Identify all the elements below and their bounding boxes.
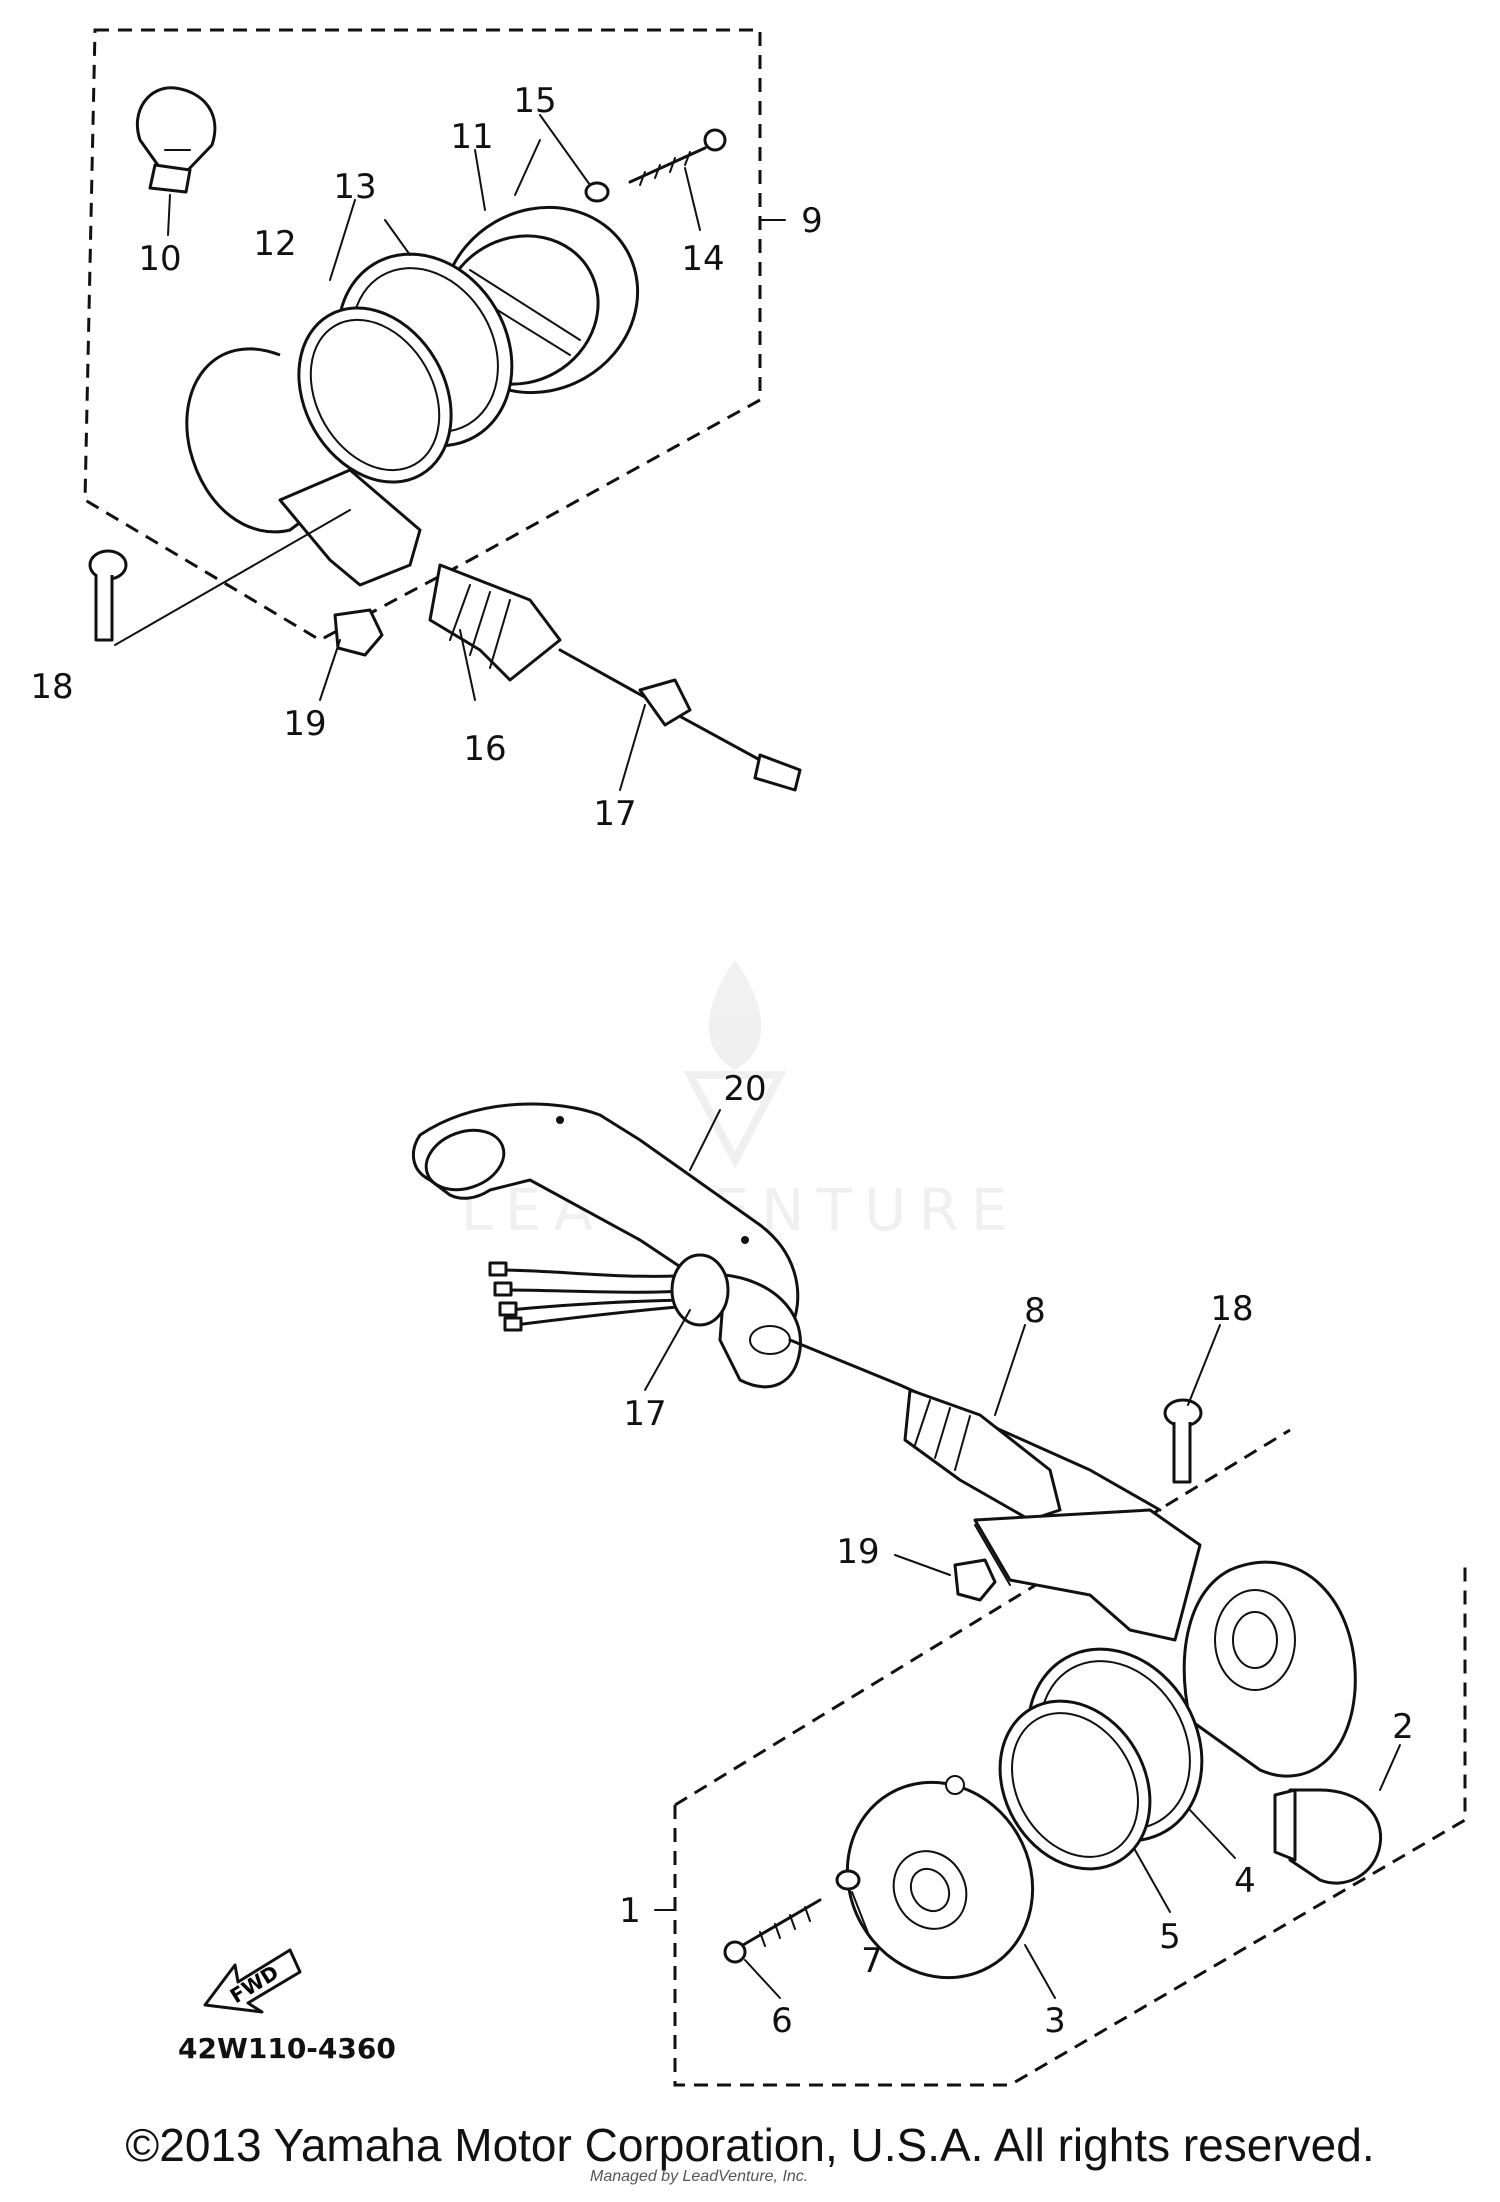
nut-19-bottom [953,1558,997,1602]
callout-10: 10 [138,239,181,279]
callout-20: 20 [723,1069,766,1109]
callout-15: 15 [513,81,556,121]
callout-12: 12 [253,224,296,264]
grommet-17-bottom [670,1253,730,1327]
bulb-2 [1273,1788,1383,1885]
callout-18-bottom: 18 [1210,1289,1253,1329]
callout-6: 6 [771,2001,793,2041]
gasket-5 [998,1699,1152,1871]
callout-8: 8 [1024,1291,1046,1331]
washer-7 [835,1869,861,1891]
callouts: 15 11 13 12 10 14 9 18 19 16 17 20 8 18 … [30,81,1413,2041]
gasket-12 [297,306,453,484]
callout-4: 4 [1234,1861,1256,1901]
bolt-18-bottom [1163,1398,1203,1484]
callout-3: 3 [1044,2001,1066,2041]
callout-16: 16 [463,729,506,769]
washer-15 [584,181,610,203]
callout-18-top: 18 [30,667,73,707]
callout-14: 14 [681,239,724,279]
grommet-16 [428,563,562,682]
callout-19-top: 19 [283,704,326,744]
fwd-arrow-icon: FWD [203,1948,302,2014]
wire-harness [488,1253,1162,1512]
callout-11: 11 [450,117,493,157]
lens-3 [845,1775,1035,1980]
assembly-1-boundary-top [674,1428,1291,1807]
screw-14 [628,128,727,186]
callout-5: 5 [1159,1917,1181,1957]
assembly-9-boundary [83,28,762,642]
housing-bracket [973,1508,1202,1642]
callout-17-bottom: 17 [623,1394,666,1434]
mount-bracket [278,468,422,587]
credit-notice: Managed by LeadVenture, Inc. [590,2168,809,2185]
part-code: 42W110-4360 [178,2032,396,2065]
stay-bracket-20 [411,1102,802,1389]
screw-6 [723,1898,822,1964]
bottom-assembly [673,1398,1467,2087]
housing-back [1182,1560,1357,1778]
callout-7: 7 [861,1941,883,1981]
top-assembly [83,28,802,792]
grommet-17-top [638,678,692,727]
assembly-1-boundary [673,1560,1467,2087]
housing-shell [185,347,331,534]
callout-13: 13 [333,167,376,207]
callout-19-bottom: 19 [836,1532,879,1572]
leader-lines [319,114,1236,1999]
grommet-8 [903,1388,1062,1522]
copyright-notice: ©2013 Yamaha Motor Corporation, U.S.A. A… [125,2119,1375,2171]
callout-17-top: 17 [593,794,636,834]
bolt-18-top [88,549,128,642]
connector-top [753,753,802,792]
callout-2: 2 [1392,1707,1414,1747]
bulb-10 [135,86,217,194]
nut-19-top [333,608,384,657]
callout-1: 1 [619,1891,641,1931]
callout-9: 9 [801,201,823,241]
